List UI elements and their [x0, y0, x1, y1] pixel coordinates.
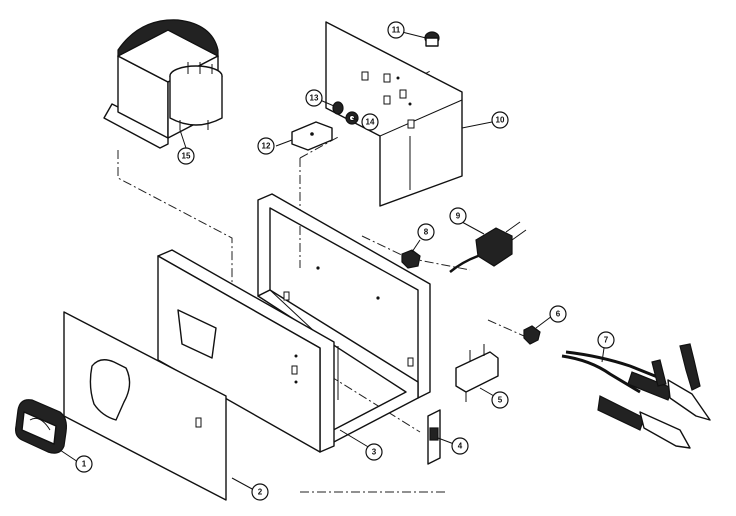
strain-relief-6 — [523, 325, 541, 345]
circuit-breaker — [424, 31, 440, 47]
svg-text:7: 7 — [604, 336, 609, 345]
svg-text:11: 11 — [392, 26, 401, 35]
svg-text:3: 3 — [372, 448, 377, 457]
svg-text:15: 15 — [182, 152, 191, 161]
svg-text:10: 10 — [496, 116, 505, 125]
callout-11: 11 — [387, 21, 405, 39]
callout-1: 1 — [75, 455, 93, 473]
svg-text:2: 2 — [258, 488, 263, 497]
svg-text:9: 9 — [456, 212, 461, 221]
battery-cables — [561, 343, 711, 449]
strain-relief-8 — [401, 249, 421, 269]
svg-text:6: 6 — [556, 310, 561, 319]
front-frame — [157, 249, 335, 453]
rectifier — [427, 409, 441, 465]
svg-text:5: 5 — [498, 396, 503, 405]
callout-12: 12 — [257, 137, 275, 155]
callout-5: 5 — [491, 391, 509, 409]
svg-text:8: 8 — [424, 228, 429, 237]
callout-10: 10 — [491, 111, 509, 129]
rear-panel — [325, 21, 463, 207]
callout-9: 9 — [449, 207, 467, 225]
callout-leaders — [59, 31, 605, 491]
front-cover-plate — [63, 311, 227, 501]
callout-14: 14 — [361, 113, 379, 131]
callout-4: 4 — [451, 437, 469, 455]
callout-2: 2 — [251, 483, 269, 501]
transformer — [103, 19, 223, 149]
callout-15: 15 — [177, 147, 195, 165]
callout-13: 13 — [305, 89, 323, 107]
callout-3: 3 — [365, 443, 383, 461]
terminal-block — [455, 344, 499, 402]
svg-text:12: 12 — [262, 142, 271, 151]
svg-text:4: 4 — [458, 442, 463, 451]
svg-text:1: 1 — [82, 460, 87, 469]
svg-text:14: 14 — [366, 118, 375, 127]
callout-7: 7 — [597, 331, 615, 349]
callout-6: 6 — [549, 305, 567, 323]
svg-text:13: 13 — [310, 94, 319, 103]
power-cord — [449, 221, 527, 273]
fuse-holder — [332, 101, 359, 125]
ammeter — [15, 399, 67, 454]
mounting-bracket — [291, 121, 333, 151]
callout-8: 8 — [417, 223, 435, 241]
